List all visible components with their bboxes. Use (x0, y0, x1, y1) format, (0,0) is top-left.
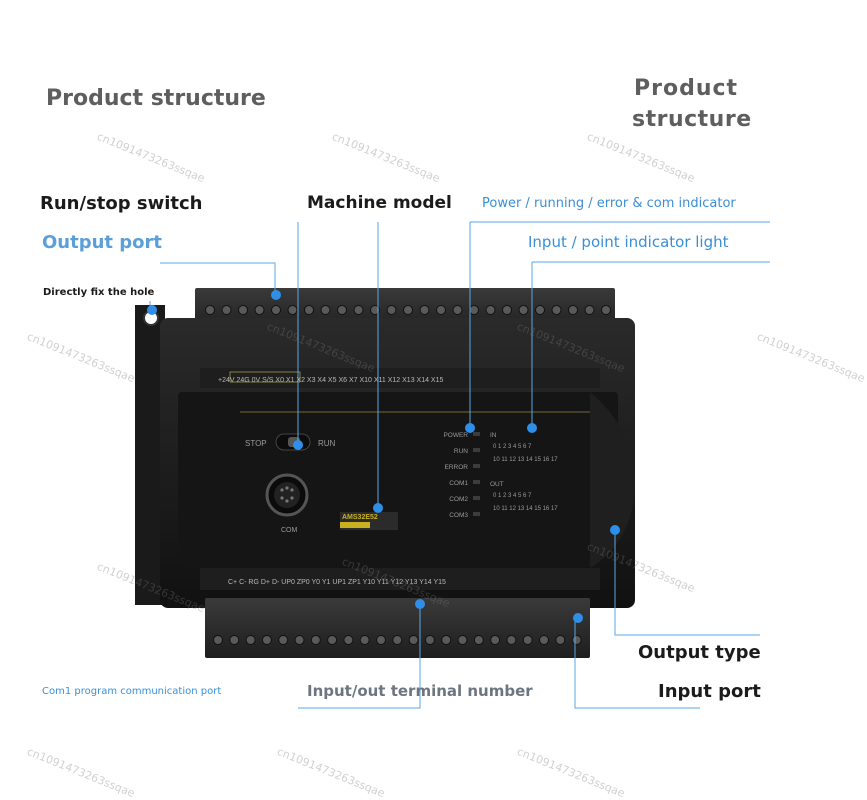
terminal-screw (502, 305, 512, 315)
terminal-screw (278, 635, 289, 645)
terminal-screw (376, 635, 386, 645)
terminal-screw (490, 635, 501, 645)
terminal-screw (221, 305, 232, 315)
output-port-label: Output port (42, 232, 163, 253)
terminal-screw (452, 305, 463, 315)
terminal-screw (229, 635, 240, 645)
bottom-terminal-block (205, 598, 590, 658)
status-led-label: COM3 (449, 512, 468, 519)
title-left: Product structure (46, 86, 266, 111)
terminal-screw (359, 635, 370, 645)
terminal-screw (539, 635, 549, 645)
terminal-screw (555, 635, 566, 645)
terminal-screw (343, 635, 354, 645)
terminal-screw (238, 305, 248, 315)
bottom-screws (213, 635, 582, 645)
status-led (473, 512, 480, 516)
terminal-screw (386, 305, 397, 315)
terminal-screw (424, 635, 435, 645)
output-type-label: Output type (638, 642, 761, 663)
terminal-number-label: Input/out terminal number (307, 682, 533, 700)
terminal-screw (310, 635, 321, 645)
terminal-screw (287, 305, 298, 315)
status-led (473, 432, 480, 436)
status-led (473, 464, 480, 468)
status-led-label: RUN (454, 448, 468, 455)
input-point-indicator-label: Input / point indicator light (528, 233, 729, 251)
com-port (265, 473, 309, 517)
out-label: OUT (490, 481, 504, 488)
terminal-screw (320, 305, 331, 315)
callout-lines (149, 221, 770, 709)
terminal-screw (271, 305, 281, 315)
machine-model-label: Machine model (307, 193, 452, 213)
out-row1: 0 1 2 3 4 5 6 7 (493, 493, 532, 499)
terminal-screw (522, 635, 533, 645)
terminal-screw (205, 305, 215, 315)
terminal-screw (408, 635, 419, 645)
title-right-line1: Product (634, 76, 739, 101)
plc-front-panel (178, 392, 618, 567)
terminal-screw (584, 305, 595, 315)
callout-dots (147, 290, 620, 623)
terminal-screw (457, 635, 468, 645)
top-screws (205, 305, 611, 315)
bottom-terminal-labels: C+ C- RG D+ D- UP0 ZP0 Y0 Y1 UP1 ZP1 Y10… (228, 579, 446, 586)
run-label: RUN (318, 439, 336, 448)
com-label: COM (281, 527, 298, 534)
title-right-line2: structure (632, 107, 752, 132)
terminal-screw (327, 635, 338, 645)
terminal-screw (254, 305, 265, 315)
terminal-screw (353, 305, 364, 315)
in-label: IN (490, 432, 497, 439)
power-indicator-label: Power / running / error & com indicator (482, 196, 736, 211)
out-row2: 10 11 12 13 14 15 16 17 (493, 506, 558, 512)
terminal-screw (245, 635, 256, 645)
terminal-screw (213, 635, 223, 645)
terminal-screw (392, 635, 403, 645)
terminal-screw (485, 305, 496, 315)
terminal-screw (261, 635, 272, 645)
stop-label: STOP (245, 439, 267, 448)
status-led-label: COM2 (449, 496, 468, 503)
terminal-screw (403, 305, 413, 315)
in-row1: 0 1 2 3 4 5 6 7 (493, 444, 532, 450)
status-led (473, 448, 480, 452)
terminal-screw (294, 635, 305, 645)
status-led-label: COM1 (449, 480, 468, 487)
terminal-screw (535, 305, 545, 315)
model-text: AMS32E52 (342, 514, 378, 521)
terminal-screw (506, 635, 517, 645)
terminal-screw (551, 305, 562, 315)
terminal-screw (469, 305, 479, 315)
terminal-screw (419, 305, 430, 315)
terminal-screw (304, 305, 314, 315)
input-port-label: Input port (658, 681, 761, 702)
terminal-screw (571, 635, 582, 645)
terminal-screw (441, 635, 452, 645)
terminal-screw (518, 305, 529, 315)
status-led (473, 480, 480, 484)
status-led-label: POWER (443, 432, 468, 439)
com1-port-label: Com1 program communication port (42, 686, 222, 697)
status-led (473, 496, 480, 500)
in-row2: 10 11 12 13 14 15 16 17 (493, 457, 558, 463)
terminal-screw (370, 305, 380, 315)
terminal-screw (337, 305, 347, 315)
status-led-label: ERROR (445, 464, 469, 471)
terminal-screw (473, 635, 484, 645)
run-stop-switch-label: Run/stop switch (40, 193, 203, 214)
terminal-screw (601, 305, 611, 315)
terminal-screw (568, 305, 578, 315)
top-terminal-labels: +24V 24G 0V S/S X0 X1 X2 X3 X4 X5 X6 X7 … (218, 377, 443, 384)
terminal-screw (436, 305, 446, 315)
fix-hole-label: Directly fix the hole (43, 287, 155, 298)
